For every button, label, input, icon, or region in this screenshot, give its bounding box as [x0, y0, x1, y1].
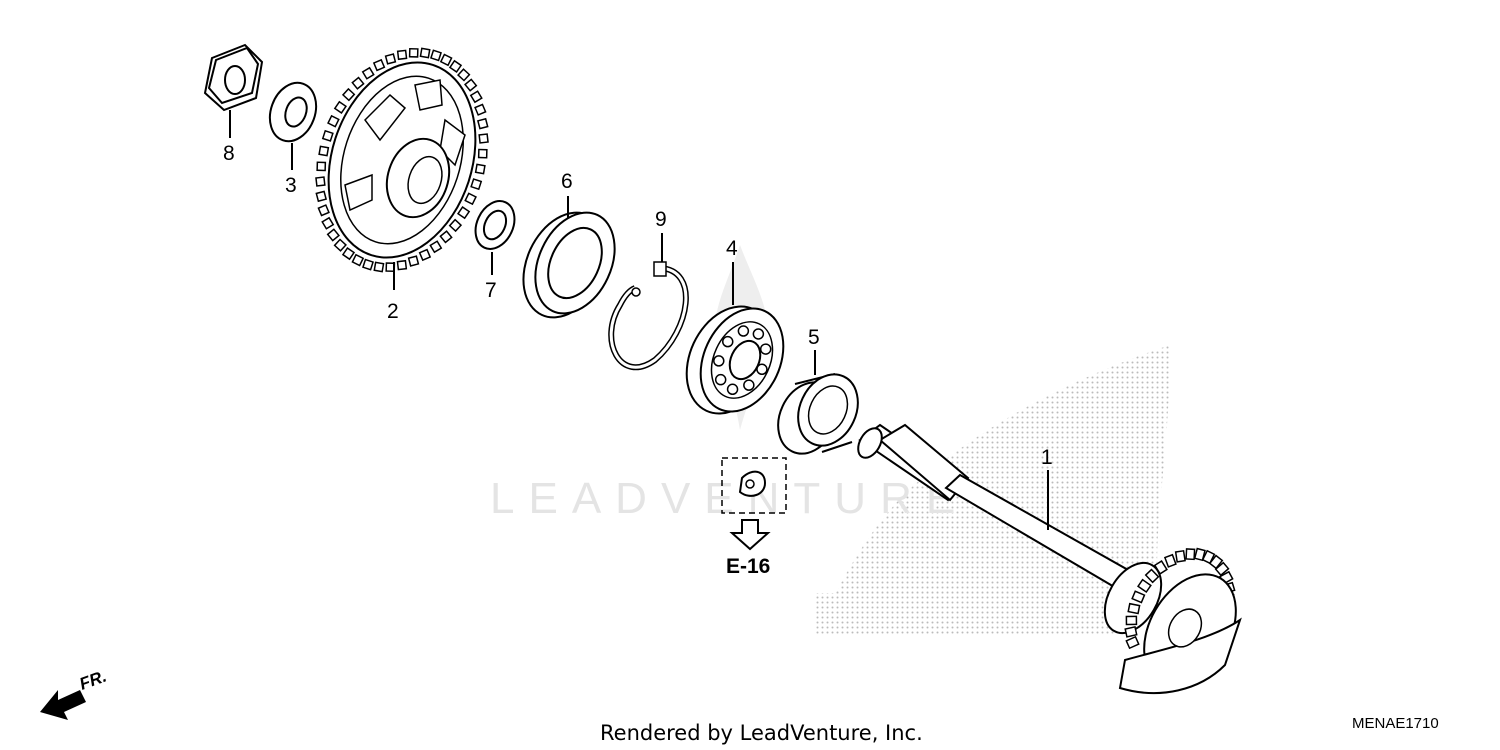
spindle-gear-tooth: [1193, 547, 1206, 562]
gear-teeth: [315, 47, 489, 273]
spindle-gear-tooth: [1185, 548, 1196, 561]
spindle-gear-tooth: [1131, 590, 1146, 604]
gear-tooth: [333, 100, 348, 115]
gear-tooth: [315, 176, 326, 187]
gear-tooth: [362, 258, 374, 271]
gear-tooth: [316, 161, 327, 172]
collar-icon: [474, 200, 516, 250]
gear-tooth: [384, 53, 397, 65]
callout-6: 6: [561, 170, 573, 193]
gear-tooth: [477, 148, 488, 159]
gear-tooth: [478, 133, 489, 144]
hex-nut-icon: [203, 43, 264, 112]
front-direction-indicator: FR.: [40, 667, 109, 720]
reference-box: [721, 457, 787, 514]
spindle-gear-tooth: [1153, 560, 1168, 575]
kickstarter-spindle-icon: [857, 423, 1242, 695]
spindle-gear-tooth: [1163, 553, 1177, 568]
gear-tooth: [318, 145, 330, 157]
spindle-gear-tooth: [1174, 549, 1186, 563]
snap-ring-icon: [608, 261, 689, 371]
spindle-gear-tooth: [1208, 554, 1224, 570]
bearing-balls: [713, 325, 772, 396]
spindle-gear-tooth: [1144, 568, 1160, 584]
gear-tooth: [448, 59, 463, 74]
gear-tooth: [373, 261, 385, 273]
gear-tooth: [464, 192, 477, 206]
gear-tooth: [327, 114, 340, 128]
callout-9: 9: [655, 208, 667, 231]
gear-tooth: [448, 218, 463, 233]
bearing-ball: [737, 325, 750, 337]
gear-tooth: [456, 205, 471, 220]
gear-tooth: [439, 230, 453, 244]
spindle-gear-tooth: [1125, 635, 1140, 650]
callout-4: 4: [726, 237, 738, 260]
bearing-ball: [743, 379, 755, 391]
down-arrow-icon: [729, 519, 771, 551]
reference-e16[interactable]: E-16: [721, 457, 787, 578]
ball-bearing-icon: [685, 305, 785, 415]
watermark-text: LEADVENTURE: [490, 474, 969, 523]
reference-label[interactable]: E-16: [726, 555, 770, 578]
bearing-ball: [752, 328, 765, 340]
gear-tooth: [351, 76, 365, 90]
callout-3: 3: [285, 174, 297, 197]
spindle-gear-tooth: [1124, 625, 1138, 638]
direction-label: FR.: [77, 667, 109, 694]
gear-tooth: [408, 47, 419, 58]
gear-tooth: [326, 228, 340, 242]
washer-icon: [268, 81, 318, 143]
bearing-ball: [726, 383, 739, 396]
gear-tooth: [476, 117, 489, 130]
gear-tooth: [429, 240, 443, 254]
footer-credit: Rendered by LeadVenture, Inc.: [600, 721, 923, 745]
direction-arrow-icon: [40, 690, 86, 720]
gear-tooth: [419, 47, 431, 59]
callout-2: 2: [387, 300, 399, 323]
gear-tooth: [372, 58, 386, 72]
spindle-gear-tooth: [1125, 615, 1138, 626]
gear-tooth: [464, 78, 478, 92]
bearing-ball: [721, 335, 734, 348]
honda-wing-logo: [815, 345, 1170, 635]
needle-bearing-icon: [777, 372, 859, 455]
bearing-ball: [759, 343, 772, 355]
gear-tooth: [430, 49, 442, 62]
diagram-code: MENAE1710: [1352, 715, 1439, 732]
gear-tooth: [321, 129, 334, 142]
gear-tooth: [341, 246, 356, 261]
gear-tooth: [321, 216, 335, 230]
gear-tooth: [418, 248, 432, 262]
gear-tooth: [470, 178, 483, 191]
gear-tooth: [315, 190, 328, 203]
gear-tooth: [469, 90, 483, 104]
callout-7: 7: [485, 279, 497, 302]
callout-8: 8: [223, 142, 235, 165]
gear-tooth: [333, 238, 347, 252]
spindle-gear-tooth: [1127, 602, 1141, 615]
spindle-gear-tooth: [1137, 578, 1152, 594]
gear-tooth: [341, 87, 356, 102]
gear-tooth: [474, 103, 487, 116]
gear-tooth: [439, 53, 453, 67]
gear-tooth: [457, 68, 471, 82]
bearing-ball: [713, 355, 725, 367]
gear-tooth: [396, 49, 408, 61]
sprocket-gear-icon: [315, 47, 489, 273]
spindle-gear-tooth: [1214, 561, 1230, 577]
oil-seal-icon: [522, 211, 616, 319]
gear-tooth: [361, 66, 375, 80]
gear-tooth: [317, 204, 330, 217]
gear-tooth: [474, 163, 486, 175]
gear-tooth: [407, 255, 420, 267]
gear-tooth: [396, 259, 408, 271]
bearing-ball: [714, 373, 727, 386]
gear-tooth: [351, 253, 365, 267]
callout-5: 5: [808, 326, 820, 349]
callout-1: 1: [1041, 446, 1053, 469]
